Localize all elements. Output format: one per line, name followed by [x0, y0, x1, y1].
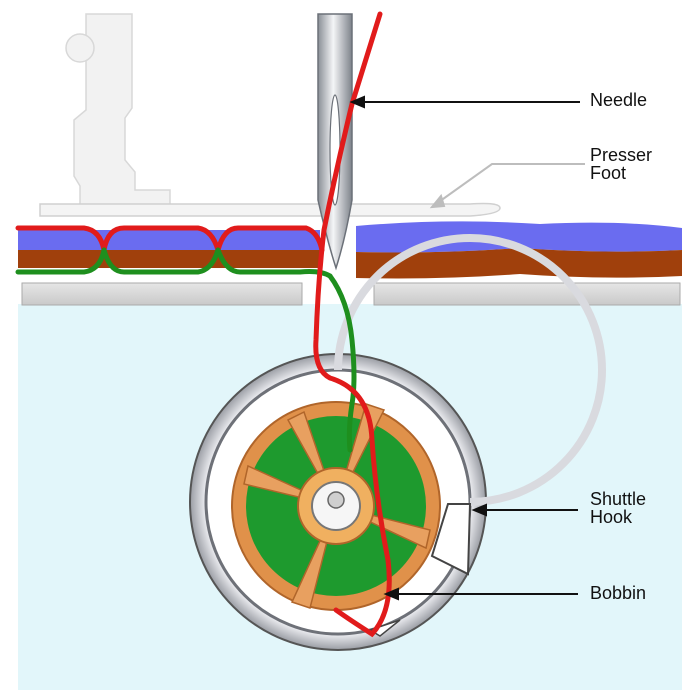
presser-bar [65, 13, 171, 206]
leader-lines [349, 95, 585, 601]
upper-thread [313, 11, 392, 638]
bobbin-thread [327, 273, 357, 453]
needle-label-text: Needle [590, 90, 648, 110]
shuttle-hook-label-line2: Hook [590, 507, 633, 527]
presser-foot [39, 202, 501, 217]
bobbin-label: Bobbin [590, 584, 646, 602]
lower-thread-stitches [15, 247, 333, 279]
needle-plate-left [21, 282, 303, 306]
presser-foot-label: Presser Foot [590, 146, 652, 182]
bobbin-label-text: Bobbin [590, 583, 647, 603]
upper-thread-stitches [15, 225, 325, 253]
needle-plate-right [373, 282, 681, 306]
shuttle-hook-label-line1: Shuttle [590, 489, 647, 509]
bobbin [231, 401, 441, 611]
shuttle-hook-label: Shuttle Hook [590, 490, 646, 526]
needle-label: Needle [590, 91, 647, 109]
presser-foot-label-line2: Foot [590, 163, 627, 183]
presser-foot-label-line1: Presser [590, 145, 653, 165]
